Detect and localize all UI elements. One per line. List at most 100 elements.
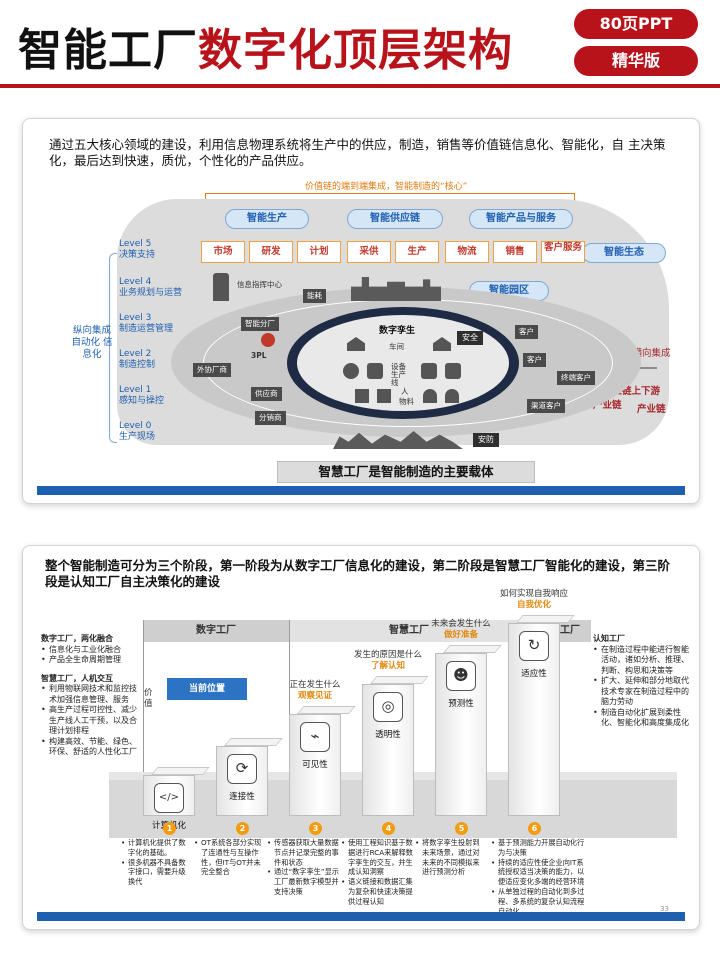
- step-question-text: 如何实现自我响应: [499, 589, 568, 599]
- step-description: 基于预测能力开展自动化行为与决策持续的适应性使企业向IT系统授权适当决策的能力，…: [491, 838, 587, 916]
- stage-divider: [143, 620, 144, 790]
- slide1-footer-bar: [37, 486, 685, 495]
- level-0-name: 生产现场: [119, 432, 156, 442]
- chain-box-production: 生产: [395, 241, 439, 263]
- right-note-item: 制造自动化扩展到柔性化、智能化和高度集成化: [593, 708, 691, 729]
- 3pl-label: 3PL: [251, 351, 267, 360]
- pin-icon: [261, 333, 275, 347]
- page-header: 智能工厂数字化顶层架构 80页PPT 精华版: [0, 0, 720, 92]
- chain-label-updown: 产业链上下游: [603, 386, 661, 397]
- step-label: 可见性: [302, 760, 328, 770]
- domain-smart-production: 智能生产: [225, 209, 309, 229]
- outsourcing-label: 外协厂商: [193, 363, 231, 377]
- slide2-footer-bar: [37, 912, 685, 921]
- value-axis-label: 价值: [144, 688, 153, 709]
- target-gear-icon: ◎: [373, 692, 403, 722]
- panel-icon: [445, 363, 461, 379]
- slide1-banner: 智慧工厂是智能制造的主要载体: [277, 461, 535, 483]
- step-description-item: 使用工程知识基于数据进行RCA来解释数字孪生的交互，并生成认知洞察: [341, 838, 413, 877]
- step-number-badge: 1: [163, 822, 176, 835]
- title-black-part: 智能工厂: [18, 25, 198, 76]
- step-description-item: 持续的适应性使企业向IT系统授权适当决策的能力，以便适应变化多端的经营环境: [491, 858, 587, 887]
- brain-head-icon: ☻: [446, 661, 476, 691]
- left-note-head: 智慧工厂，人机交互: [41, 673, 113, 683]
- slide-architecture: 通过五大核心领域的建设，利用信息物理系统将生产中的供应，制造，销售等价值链信息化…: [22, 118, 700, 504]
- level-4-code: Level 4: [119, 277, 152, 287]
- step-description-item: 传感器获取大量数据节点并记录完整的事件和状态: [267, 838, 339, 867]
- customer-label-2: 客户: [523, 353, 546, 367]
- box-icon: [355, 389, 369, 403]
- header-divider: [0, 84, 720, 88]
- left-note-head: 数字工厂，两化融合: [41, 634, 113, 643]
- domain-smart-supply-chain: 智能供应链: [347, 209, 443, 229]
- right-note-item: 在制造过程中能进行智能活动，诸如分析、推理、判断、构思和决策等: [593, 645, 691, 677]
- step-description: 将数字孪生投射到未来场景，通过对未来的不同模拟来进行预测分析: [415, 838, 485, 877]
- step-label: 预测性: [448, 699, 474, 709]
- step-bar-top: [370, 676, 429, 684]
- left-note-item: 利用物联网技术和监控技术加强信息管理、服务: [41, 684, 143, 705]
- chain-label-b: 产业链: [637, 404, 666, 415]
- step-bar-top: [443, 645, 502, 653]
- step-question: 发生的原因是什么了解认知: [348, 650, 428, 672]
- chain-box-sales: 销售: [493, 241, 537, 263]
- stage-divider: [289, 620, 290, 790]
- house-icon: [347, 337, 365, 351]
- badge-page-count: 80页PPT: [574, 9, 698, 39]
- step-question: 未来会发生什么做好准备: [421, 619, 501, 641]
- left-notes: 数字工厂，两化融合 信息化与工业化融合 产品全生命周期管理 智慧工厂，人机交互 …: [41, 630, 143, 758]
- current-position-marker: 当前位置: [167, 678, 247, 700]
- stage-smart-factory: 智慧工厂: [289, 620, 529, 642]
- chain-box-logistics: 物流: [445, 241, 489, 263]
- value-chain-caption: 价值链的端到端集成，智能制造的“核心”: [305, 182, 468, 192]
- chain-box-market: 市场: [201, 241, 245, 263]
- step-description-item: 很多机器不具备数字接口，需要升级换代: [121, 858, 191, 887]
- step-description-item: OT系统各部分实现了连通性与互操作性，但IT与OT并未完全整合: [194, 838, 264, 877]
- levels-brace: [109, 253, 117, 443]
- worker-icon: [423, 389, 437, 403]
- people-label: 人: [401, 387, 409, 396]
- chain-box-rd: 研发: [249, 241, 293, 263]
- step-label: 透明性: [375, 730, 401, 740]
- level-4-name: 业务规划与运营: [119, 288, 183, 298]
- chain-box-customer-service: 客户服务: [541, 241, 585, 263]
- step-number-badge: 6: [528, 822, 541, 835]
- step-number-badge: 4: [382, 822, 395, 835]
- control-tower-icon: [213, 273, 229, 301]
- level-1-name: 感知与操控: [119, 396, 165, 406]
- stage-digital-factory: 数字工厂: [143, 620, 289, 642]
- right-note-head: 认知工厂: [593, 634, 625, 643]
- code-window-icon: </>: [154, 783, 184, 813]
- level-0-code: Level 0: [119, 421, 152, 431]
- left-note-item: 产品全生命周期管理: [41, 655, 143, 666]
- step-question: 如何实现自我响应自我优化: [494, 589, 574, 611]
- level-3-code: Level 3: [119, 313, 152, 323]
- energy-label: 能耗: [303, 289, 326, 303]
- slide2-intro: 整个智能制造可分为三个阶段，第一阶段为从数字工厂信息化的建设，第二阶段是智慧工厂…: [45, 558, 671, 589]
- domain-smart-products: 智能产品与服务: [469, 209, 573, 229]
- monitor-chart-icon: ⌁: [300, 722, 330, 752]
- digital-twin-label: 数字孪生: [379, 326, 416, 336]
- step-label: 连接性: [229, 792, 255, 802]
- info-center-label: 信息指挥中心: [237, 280, 282, 289]
- level-5-code: Level 5: [119, 239, 152, 249]
- gear-icon: [343, 363, 359, 379]
- step-description: 传感器获取大量数据节点并记录完整的事件和状态通过“数字孪生”显示工厂最新数字模型…: [267, 838, 339, 897]
- right-notes: 认知工厂 在制造过程中能进行智能活动，诸如分析、推理、判断、构思和决策等 扩大、…: [593, 630, 691, 729]
- right-note-item: 扩大、延伸和部分地取代技术专家在制造过程中的脑力劳动: [593, 676, 691, 708]
- equipment-label: 设备 生产线: [391, 362, 406, 387]
- level-2-name: 制造控制: [119, 360, 156, 370]
- step-description: 使用工程知识基于数据进行RCA来解释数字孪生的交互，并生成认知洞察语义链接和数据…: [341, 838, 413, 907]
- step-bar-top: [224, 738, 283, 746]
- customer-label-1: 客户: [515, 325, 538, 339]
- step-number-badge: 2: [236, 822, 249, 835]
- step-description-item: 将数字孪生投射到未来场景，通过对未来的不同模拟来进行预测分析: [415, 838, 485, 877]
- left-note-item: 构建高效、节能、绿色、环保、舒适的人性化工厂: [41, 737, 143, 758]
- end-customer-label: 终端客户: [557, 371, 595, 385]
- left-note-item: 信息化与工业化融合: [41, 645, 143, 656]
- connection-icon: ⟳: [227, 754, 257, 784]
- step-description-item: 从单独过程的自动化到多过程、多系统的复杂认知流程自动化: [491, 887, 587, 916]
- level-5-name: 决策支持: [119, 250, 156, 260]
- step-number-badge: 5: [455, 822, 468, 835]
